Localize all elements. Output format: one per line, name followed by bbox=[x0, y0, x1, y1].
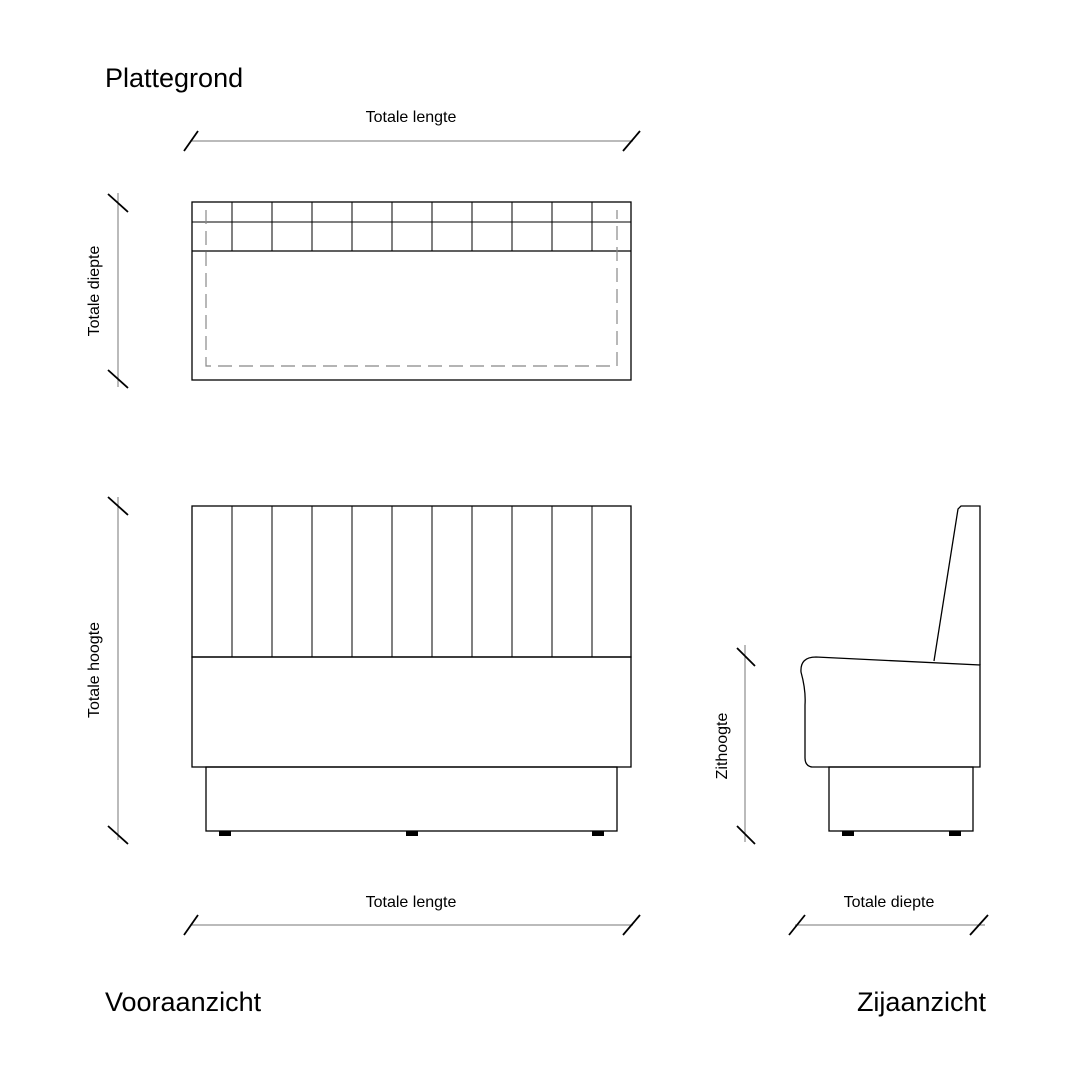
plan-hidden-base-outline bbox=[205, 210, 618, 367]
front-height-dimension: Totale hoogte bbox=[86, 496, 129, 845]
side-seat-height-dimension: Zithoogte bbox=[714, 645, 756, 845]
plan-depth-label: Totale diepte bbox=[86, 246, 103, 337]
front-length-label: Totale lengte bbox=[366, 894, 457, 911]
plan-depth-dimension: Totale diepte bbox=[86, 193, 129, 389]
plan-length-label: Totale lengte bbox=[366, 109, 457, 126]
side-depth-dimension: Totale diepte bbox=[788, 894, 989, 936]
front-view-title: Vooraanzicht bbox=[105, 987, 262, 1017]
plan-view-title: Plattegrond bbox=[105, 63, 243, 93]
side-view-title: Zijaanzicht bbox=[857, 987, 987, 1017]
front-base bbox=[205, 766, 618, 832]
front-bench bbox=[191, 505, 632, 836]
side-foot-back bbox=[949, 831, 961, 836]
side-bench bbox=[800, 505, 981, 836]
plan-length-dimension: Totale lengte bbox=[183, 109, 641, 152]
side-seat-height-label: Zithoogte bbox=[714, 713, 731, 780]
side-depth-label: Totale diepte bbox=[844, 894, 935, 911]
plan-backrest-dividers bbox=[231, 202, 593, 251]
front-foot-right bbox=[592, 831, 604, 836]
side-base bbox=[828, 766, 974, 832]
front-foot-middle bbox=[406, 831, 418, 836]
front-foot-left bbox=[219, 831, 231, 836]
side-foot-front bbox=[842, 831, 854, 836]
side-backrest bbox=[933, 505, 981, 665]
front-backrest-channels bbox=[231, 506, 593, 657]
front-length-dimension: Totale lengte bbox=[183, 894, 641, 936]
front-backrest bbox=[191, 505, 632, 658]
side-seat bbox=[800, 656, 981, 768]
front-height-label: Totale hoogte bbox=[86, 622, 103, 718]
front-seat bbox=[191, 656, 632, 768]
plan-bench-outline bbox=[191, 201, 632, 381]
